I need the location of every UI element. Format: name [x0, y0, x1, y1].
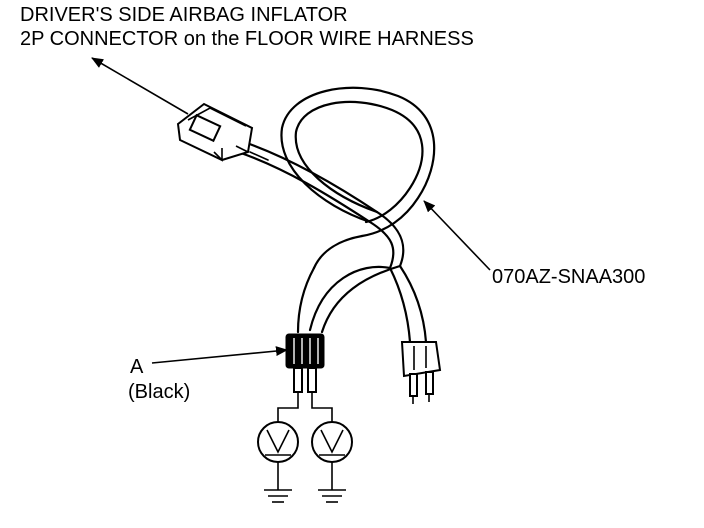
voltmeter-icon [311, 421, 353, 463]
cable-coil [280, 86, 436, 270]
connector-a-color-note: (Black) [128, 381, 191, 403]
title-leader-arrow [91, 57, 189, 115]
lead-to-connector-a [296, 264, 402, 334]
floor-harness-cable [236, 140, 405, 270]
title-line-2: 2P CONNECTOR on the FLOOR WIRE HARNESS [20, 28, 474, 50]
part-number-leader-arrow [423, 200, 491, 271]
voltmeter-icon [257, 421, 299, 463]
test-leads [277, 402, 333, 422]
connector-b-white [400, 341, 442, 404]
connector-a-label: A [130, 356, 144, 378]
floor-harness-2p-connector [176, 102, 254, 162]
part-number-label: 070AZ-SNAA300 [492, 266, 646, 288]
connector-a-black [285, 333, 325, 402]
lead-to-connector-b [388, 264, 428, 344]
ground-icon [264, 462, 292, 503]
ground-icon [318, 462, 346, 503]
title-line-1: DRIVER'S SIDE AIRBAG INFLATOR [20, 4, 348, 26]
connector-a-leader-arrow [151, 346, 288, 364]
